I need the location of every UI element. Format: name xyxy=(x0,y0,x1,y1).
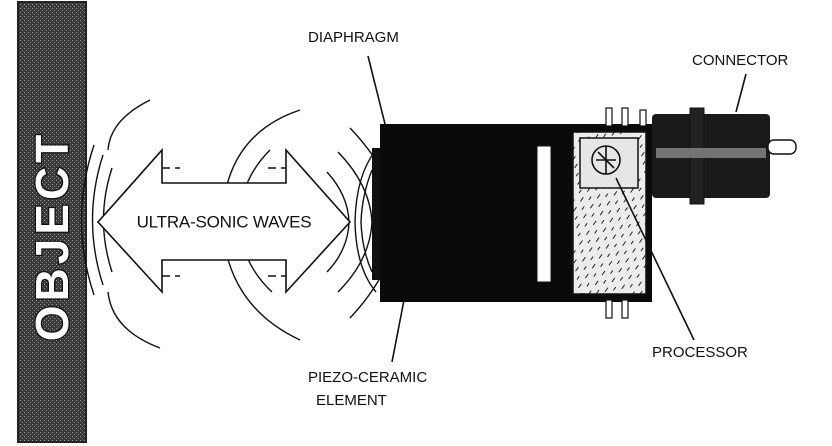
pin xyxy=(621,107,629,127)
pin xyxy=(605,299,613,319)
piezo-ceramic-element xyxy=(536,145,552,283)
piezo-leader xyxy=(391,299,405,363)
wave-arc xyxy=(107,99,151,151)
diaphragm-label: DIAPHRAGM xyxy=(308,29,399,46)
waves-label: ULTRA-SONIC WAVES xyxy=(137,213,312,232)
piezo-label-line2: ELEMENT xyxy=(316,392,387,409)
processor-symbol-icon xyxy=(591,145,621,175)
pin xyxy=(639,109,647,127)
connector-highlight xyxy=(656,148,766,158)
wave-arc xyxy=(91,154,104,286)
pin xyxy=(621,299,629,319)
object-bar-body xyxy=(17,1,87,443)
connector-leader xyxy=(735,73,747,113)
connector-pin xyxy=(767,139,797,155)
wave-arc xyxy=(80,144,95,296)
leader-lines xyxy=(367,55,747,363)
wave-arc xyxy=(354,149,377,293)
double-arrow-shape xyxy=(96,147,352,295)
object-label: OBJECT xyxy=(26,131,78,342)
object-bar: OBJECT xyxy=(17,1,87,443)
processor-label: PROCESSOR xyxy=(652,344,748,361)
pin xyxy=(605,107,613,127)
connector-label: CONNECTOR xyxy=(692,52,789,69)
processor-leader xyxy=(615,177,695,341)
wave-arc xyxy=(107,291,161,349)
diaphragm-leader xyxy=(367,55,387,129)
sensor xyxy=(372,107,652,319)
piezo-label-line1: PIEZO-CERAMIC xyxy=(308,369,427,386)
wave-arc xyxy=(360,169,373,273)
mounting-pins xyxy=(605,107,647,319)
connector xyxy=(652,107,797,205)
ultrasonic-waves-arrow: ULTRA-SONIC WAVES xyxy=(96,147,352,295)
